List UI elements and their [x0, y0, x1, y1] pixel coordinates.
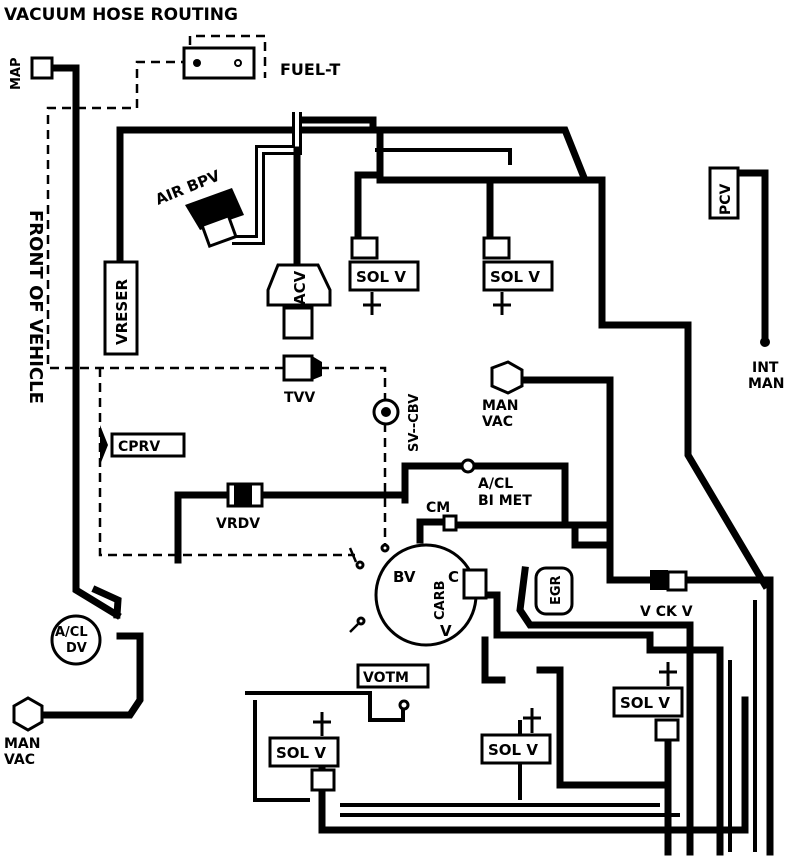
- sol-v-5: SOL V: [612, 662, 684, 742]
- dashed-hoses: [46, 34, 387, 557]
- sol-v-5-body: [612, 686, 684, 718]
- carb-label: CARB: [433, 580, 448, 620]
- egr-component: EGR: [534, 566, 574, 616]
- fuel-t-component: FUEL-T: [182, 46, 340, 80]
- map-hose: [46, 64, 122, 620]
- carb-bv-label: BV: [393, 568, 416, 586]
- diagram-title: VACUUM HOSE ROUTING: [4, 5, 238, 25]
- sol-v-4: SOL V: [480, 708, 552, 765]
- vrdv-component: VRDV: [216, 482, 264, 532]
- man-vac-bottom-label-1: MAN: [4, 736, 40, 752]
- vckv-component: V CK V: [640, 570, 693, 620]
- cm-component: CM: [426, 500, 458, 532]
- sv-cbv-component: SV--CBV: [372, 394, 422, 452]
- sol-v-1: SOL V: [348, 236, 420, 315]
- vreser-component: VRESER: [103, 260, 139, 356]
- acv-body: [266, 263, 332, 307]
- pcv-body: [708, 166, 740, 220]
- acv-component: ACV: [266, 263, 332, 340]
- front-of-vehicle-label: FRONT OF VEHICLE: [25, 210, 46, 404]
- acl-dv-man-vac-hose: [41, 646, 144, 719]
- vckv-body: [650, 570, 670, 590]
- cm-label: CM: [426, 500, 450, 516]
- man-vac-middle-label-1: MAN: [482, 398, 518, 414]
- vreser-label: VRESER: [113, 279, 131, 345]
- int-man-label: MAN: [748, 376, 784, 392]
- air-bpv-component: AIR BPV: [153, 166, 244, 249]
- man-vac-bottom-label-2: VAC: [4, 752, 35, 768]
- acl-dv-component: A/CL DV: [50, 614, 102, 666]
- front-of-vehicle-text: FRONT OF VEHICLE: [25, 210, 46, 404]
- sol-v-2-label: SOL V: [490, 268, 540, 286]
- map-body: [30, 56, 54, 80]
- sol-v-4-label: SOL V: [488, 741, 538, 759]
- cprv-component: CPRV: [100, 425, 186, 465]
- main-right-hose: [369, 126, 770, 590]
- vrdv-label: VRDV: [216, 516, 260, 532]
- acl-bimet-label-1: A/CL: [478, 476, 513, 492]
- acv-label: ACV: [291, 270, 309, 305]
- sol-v-3-label: SOL V: [276, 744, 326, 762]
- tvv-component: TVV: [282, 354, 322, 406]
- carb-component: BV CARB C V: [374, 543, 488, 647]
- tvv-body: [282, 354, 314, 382]
- sol-v-5-label: SOL V: [620, 694, 670, 712]
- votm-body: [356, 663, 430, 689]
- sol-v-3: SOL V: [268, 712, 340, 792]
- vreser-body: [103, 260, 139, 356]
- int-label: INT: [752, 360, 779, 376]
- man-vac-bottom-body: [12, 696, 44, 732]
- egr-hose: [516, 566, 579, 629]
- acl-bimet-label-2: BI MET: [478, 493, 532, 509]
- sol-v-1-body: [348, 260, 420, 292]
- man-vac-middle-label-2: VAC: [482, 414, 513, 430]
- sol-v-3-body: [268, 736, 340, 768]
- pcv-label: PCV: [718, 183, 734, 215]
- sol-v-2-body: [482, 260, 554, 292]
- acl-bimet-component: A/CL BI MET: [460, 458, 532, 509]
- tvv-label: TVV: [284, 390, 315, 406]
- map-sensor: MAP: [9, 56, 54, 90]
- egr-label: EGR: [549, 575, 564, 605]
- fuel-t-dash: [188, 34, 267, 78]
- cprv-body: [110, 432, 186, 458]
- carb-c-label: C: [448, 568, 459, 586]
- acl-dv-label-2: DV: [66, 641, 87, 656]
- solid-hoses: [41, 64, 774, 856]
- map-label: MAP: [9, 57, 24, 90]
- votm-component: VOTM: [356, 663, 430, 711]
- fuel-t-label: FUEL-T: [280, 60, 340, 79]
- pcv-hose: [736, 169, 769, 344]
- sol-v-1-label: SOL V: [356, 268, 406, 286]
- sv-cbv-label: SV--CBV: [407, 394, 422, 452]
- sol-v-4-body: [480, 733, 552, 765]
- carb-v-label: V: [440, 622, 452, 640]
- acl-dv-label-1: A/CL: [55, 625, 88, 640]
- man-vac-middle-body: [490, 360, 524, 395]
- carb-body: [374, 543, 478, 647]
- map-front-dash: [46, 60, 387, 548]
- man-vac-bottom: MAN VAC: [4, 696, 44, 768]
- man-vac-middle: MAN VAC: [482, 360, 524, 430]
- acl-bimet-fitting: [460, 458, 476, 474]
- acl-bimet-hose: [401, 462, 612, 529]
- sol-v-2: SOL V: [482, 236, 554, 315]
- pcv-component: PCV INT MAN: [708, 166, 784, 392]
- sol-v2-hose: [486, 176, 514, 244]
- linkage-symbols: [348, 543, 390, 633]
- sol-v1-hose: [354, 126, 384, 244]
- votm-label: VOTM: [363, 670, 409, 686]
- man-vac-hose: [516, 376, 654, 584]
- cprv-label: CPRV: [118, 439, 160, 455]
- acl-dv-body: [50, 614, 102, 666]
- bottom-loop-hose: [318, 696, 749, 834]
- vckv-label: V CK V: [640, 604, 693, 620]
- egr-body: [534, 566, 574, 616]
